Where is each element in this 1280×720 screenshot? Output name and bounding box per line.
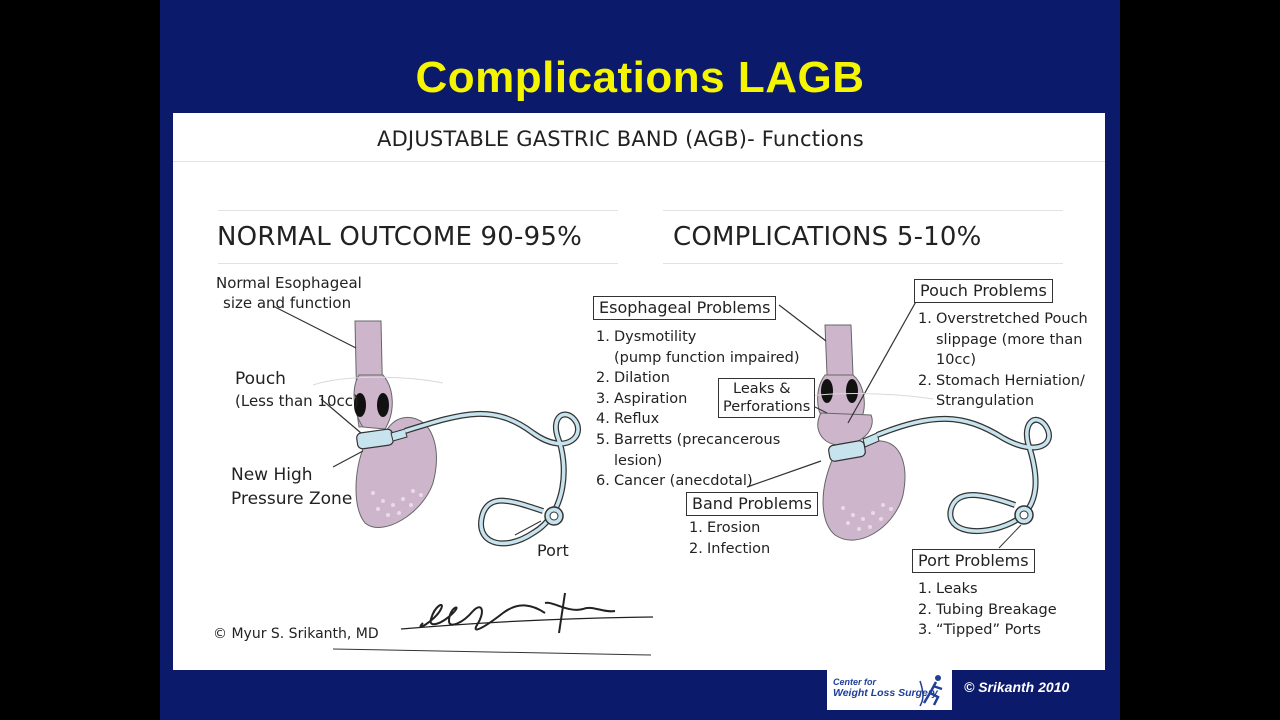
list-item-text: lesion) (614, 452, 663, 469)
list-item-number: 2. (596, 370, 610, 387)
esophageal-problems-box: Esophageal Problems (593, 296, 777, 320)
list-item-text: Barretts (precancerous (614, 431, 781, 448)
diagram-heading: ADJUSTABLE GASTRIC BAND (AGB)- Functions (377, 127, 864, 151)
list-item-text: Reflux (614, 411, 660, 428)
divider (173, 161, 1105, 162)
list-item-number: 2. (689, 540, 703, 557)
signature (400, 592, 654, 634)
logo-line1: Center for (833, 677, 877, 687)
list-item-number: 1. (918, 311, 932, 327)
pouch-label: Pouch (235, 369, 286, 389)
list-item-text: Infection (707, 540, 771, 557)
divider (663, 263, 1063, 264)
list-item-text: slippage (more than (936, 331, 1083, 348)
credit-text: © Myur S. Srikanth, MD (213, 626, 379, 642)
leaks-line2: Perforations (723, 399, 811, 415)
esophageal-label-line2: size and function (223, 294, 352, 312)
list-item-number: 1. (596, 329, 610, 345)
list-item-text: Dilation (614, 370, 670, 387)
list-item: 1.Erosion (689, 518, 770, 539)
slide: Complications LAGB (160, 0, 1120, 720)
pouch-problems-box: Pouch Problems (914, 279, 1053, 303)
normal-outcome-title: NORMAL OUTCOME 90-95% (217, 222, 583, 252)
list-item-text: Leaks (936, 581, 978, 597)
list-item-text: (pump function impaired) (614, 349, 800, 366)
list-item: 1.Overstretched Pouch (918, 309, 1088, 330)
list-item: 6.Cancer (anecdotal) (596, 471, 800, 492)
gastric-band-illustration (272, 297, 1052, 656)
zone-label-line1: New High (231, 465, 313, 485)
list-item-text: Overstretched Pouch (936, 311, 1088, 327)
list-item: 1.Dysmotility (596, 327, 800, 348)
list-item: Strangulation (918, 391, 1088, 412)
pouch-sub-label: (Less than 10cc) (235, 392, 359, 410)
list-item-number: 3. (596, 390, 610, 407)
list-item: slippage (more than (918, 330, 1088, 351)
list-item-number: 2. (918, 372, 932, 389)
list-item: 4.Reflux (596, 409, 800, 430)
footer-copyright: © Srikanth 2010 (964, 679, 1070, 695)
list-item: 2.Stomach Herniation/ (918, 371, 1088, 392)
esophageal-label-line1: Normal Esophageal (216, 274, 362, 292)
runner-icon (919, 675, 943, 707)
list-item-text: Cancer (anecdotal) (614, 473, 753, 490)
divider (218, 210, 618, 211)
leaks-perforations-box: Leaks & Perforations (718, 378, 816, 418)
list-item-text: Aspiration (614, 390, 688, 407)
diagram-panel: ADJUSTABLE GASTRIC BAND (AGB)- Functions… (173, 113, 1105, 670)
list-item: 10cc) (918, 350, 1088, 371)
list-item-text: Stomach Herniation/ (936, 372, 1085, 389)
center-logo: Center for Weight Loss Surgery (827, 670, 952, 710)
port-problems-box: Port Problems (912, 549, 1035, 573)
list-item-text: Erosion (707, 520, 761, 536)
slide-title: Complications LAGB (415, 53, 865, 102)
list-item: 2.Dilation (596, 368, 800, 389)
band-problems-box: Band Problems (686, 492, 818, 516)
list-item: 1.Leaks (918, 579, 1057, 600)
list-item-number: 4. (596, 411, 610, 428)
right-stomach-figure (746, 297, 1052, 549)
logo-line2: Weight Loss Surgery (833, 687, 938, 699)
list-item-text: 10cc) (936, 352, 977, 369)
list-item: 2.Tubing Breakage (918, 600, 1057, 621)
list-item-text: Strangulation (936, 393, 1035, 410)
left-stomach-figure (272, 305, 581, 547)
list-item-number: 6. (596, 473, 610, 490)
list-item: (pump function impaired) (596, 348, 800, 369)
list-item-number: 1. (918, 581, 932, 597)
list-item: 3.“Tipped” Ports (918, 620, 1057, 641)
leaks-line1: Leaks & (733, 381, 791, 397)
list-item: 3.Aspiration (596, 389, 800, 410)
list-item-number: 2. (918, 601, 932, 618)
list-item: 5.Barretts (precancerous (596, 430, 800, 451)
list-item-number: 3. (918, 622, 932, 639)
esophageal-problems-list: 1.Dysmotility(pump function impaired)2.D… (596, 327, 800, 492)
list-item-text: Tubing Breakage (936, 601, 1057, 618)
divider (663, 210, 1063, 211)
port-label: Port (537, 541, 569, 560)
list-item-number: 5. (596, 431, 610, 448)
complications-title: COMPLICATIONS 5-10% (673, 222, 982, 252)
list-item-number: 1. (689, 520, 703, 536)
list-item-text: Dysmotility (614, 329, 697, 345)
divider (218, 263, 618, 264)
zone-label-line2: Pressure Zone (231, 489, 353, 509)
list-item-text: “Tipped” Ports (936, 622, 1041, 639)
list-item: lesion) (596, 451, 800, 472)
list-item: 2.Infection (689, 539, 770, 560)
